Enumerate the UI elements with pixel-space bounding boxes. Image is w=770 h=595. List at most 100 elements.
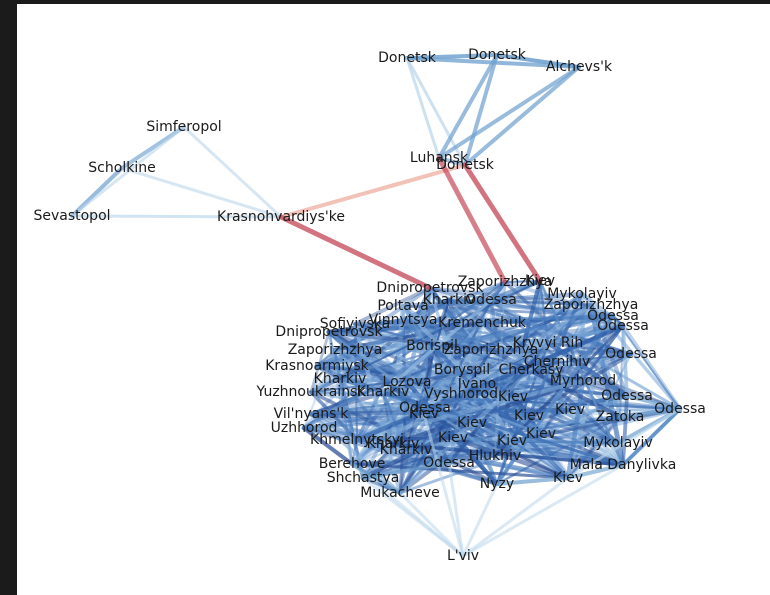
- node-label-poltava: Poltava: [377, 298, 428, 314]
- node-label-scholkine: Scholkine: [88, 160, 155, 176]
- edge-mukacheve-berehove: [350, 462, 402, 495]
- node-label-vilnyansk: Vil'nyans'k: [274, 406, 350, 422]
- cluster-edge: [400, 317, 544, 437]
- node-label-kiev_c8: Kiev: [438, 430, 468, 446]
- edge-sevastopol-krasnohvardiyske: [70, 214, 283, 219]
- node-label-mykolayiv: Mykolayiv: [583, 435, 652, 451]
- node-label-kiev_c4: Kiev: [555, 402, 585, 418]
- node-label-lozova: Lozova: [383, 374, 432, 390]
- edge-mala_danylivka-kiev_se: [566, 463, 625, 480]
- node-label-dnipropetrovsk_w: Dnipropetrovsk: [275, 324, 383, 340]
- node-label-odessa_e1: Odessa: [597, 318, 649, 334]
- node-label-kremenchuk: Kremenchuk: [438, 315, 527, 331]
- edge-donetsk_b-luhansk: [437, 53, 499, 160]
- edge-lviv-kiev_se: [461, 476, 570, 558]
- cluster-edge: [381, 298, 493, 394]
- cluster-edge: [354, 323, 584, 382]
- node-label-zaporizhzhya_n: Zaporizhzhya: [458, 274, 553, 290]
- node-label-myrhorod: Myrhorod: [550, 373, 616, 389]
- edge-odessa_east-odessa_e3: [625, 394, 682, 411]
- cluster-edge: [391, 442, 625, 467]
- node-label-luhansk: Luhansk: [410, 150, 469, 166]
- cluster-edge: [353, 314, 615, 326]
- cluster-edge: [354, 323, 626, 443]
- cluster-edge: [308, 407, 573, 417]
- node-label-kiev_c5: Kiev: [497, 433, 527, 449]
- cluster-edge: [580, 292, 682, 411]
- node-label-kharkiv_n: Kharkiv: [423, 292, 476, 308]
- edge-alchevsk-donetsk_c: [463, 65, 581, 167]
- node-label-donetsk_c: Donetsk: [436, 157, 495, 173]
- node-label-odessa_ne: Odessa: [587, 308, 639, 324]
- node-label-vyshhorod: Vyshhorod: [424, 386, 498, 402]
- cluster-edge: [447, 321, 484, 465]
- cluster-edge: [404, 298, 451, 452]
- cluster-edge: [422, 360, 559, 416]
- node-label-sofiyivska: Sofiyivska: [320, 316, 390, 332]
- cluster-edge: [400, 303, 465, 373]
- cluster-edge: [510, 378, 586, 400]
- cluster-edge: [354, 378, 586, 443]
- edge-donetsk_a-luhansk: [405, 56, 441, 160]
- node-label-chernihiv: Chernihiv: [524, 354, 591, 370]
- cluster-edge: [621, 324, 629, 398]
- cluster-edge: [589, 303, 620, 445]
- cluster-edge: [309, 412, 451, 465]
- node-label-krasnohvardiyske: Krasnohvardiys'ke: [217, 209, 345, 225]
- edge-krasnohvardiyske-donetsk_c: [279, 163, 467, 219]
- node-label-vinnytsya: Vinnytsya: [369, 312, 438, 328]
- node-label-odessa_e2: Odessa: [605, 346, 657, 362]
- cluster-edge: [302, 426, 499, 486]
- node-label-odessa_e3: Odessa: [601, 388, 653, 404]
- cluster-edge: [538, 279, 550, 345]
- node-label-krasnoarmiysk: Krasnoarmiysk: [265, 358, 369, 374]
- node-label-donetsk_b: Donetsk: [468, 47, 527, 63]
- node-label-zaporizhzhya_w: Zaporizhzhya: [288, 342, 383, 358]
- node-label-simferopol: Simferopol: [146, 119, 221, 135]
- cluster-edge: [309, 330, 331, 394]
- node-label-donetsk_a: Donetsk: [378, 50, 437, 66]
- cluster-edge: [381, 390, 625, 467]
- node-label-dnipropetrovsk_n: Dnipropetrovsk: [376, 280, 484, 296]
- node-label-borispil: Borispil: [406, 338, 458, 354]
- edge-lviv-mukacheve: [398, 491, 465, 558]
- edge-layer: [70, 53, 683, 558]
- node-label-ivano: Ivano: [458, 376, 496, 392]
- node-label-odessa_c: Odessa: [399, 400, 451, 416]
- node-label-yuzhnoukrainsk: Yuzhnoukrainsk: [256, 384, 367, 400]
- cluster-edge: [397, 367, 534, 496]
- node-label-kiev_c2: Kiev: [457, 415, 487, 431]
- node-label-zaporizhzhya_ne: Zaporizhzhya: [544, 297, 639, 313]
- cluster-edge: [450, 435, 571, 481]
- cluster-edge: [309, 412, 402, 495]
- cluster-edge: [405, 380, 570, 480]
- node-label-kharkiv_w: Kharkiv: [314, 371, 367, 387]
- cluster-edge: [451, 436, 620, 445]
- edge-lviv-odessa_s: [447, 461, 465, 558]
- node-label-odessa_s: Odessa: [423, 455, 475, 471]
- cluster-edge: [355, 438, 570, 480]
- node-label-hlukhiv: Hlukhiv: [469, 448, 521, 464]
- edge-lviv-nyzy: [461, 482, 499, 558]
- cluster-edge: [301, 425, 355, 467]
- node-label-alchevsk: Alchevs'k: [546, 59, 613, 75]
- cluster-edge: [353, 286, 432, 326]
- edge-odessa_east-kiev_se: [566, 407, 682, 480]
- cluster-edge: [400, 317, 544, 437]
- node-label-nyzy: Nyzy: [480, 476, 514, 492]
- node-label-lviv: L'viv: [447, 548, 479, 564]
- node-label-kiev_c3: Kiev: [514, 408, 544, 424]
- edge-odessa_east-mala_danylivka: [621, 407, 682, 467]
- cluster-edge: [493, 394, 629, 458]
- cluster-edge: [338, 279, 542, 381]
- node-label-kiev_c6: Kiev: [498, 389, 528, 405]
- node-label-boryspil_c: Boryspil: [434, 362, 490, 378]
- cluster-edge: [620, 323, 683, 412]
- cluster-edge: [310, 349, 336, 393]
- edge-odessa_east-zatoka: [618, 407, 682, 419]
- node-label-odessa_east: Odessa: [654, 401, 706, 417]
- cluster-edge: [315, 364, 342, 381]
